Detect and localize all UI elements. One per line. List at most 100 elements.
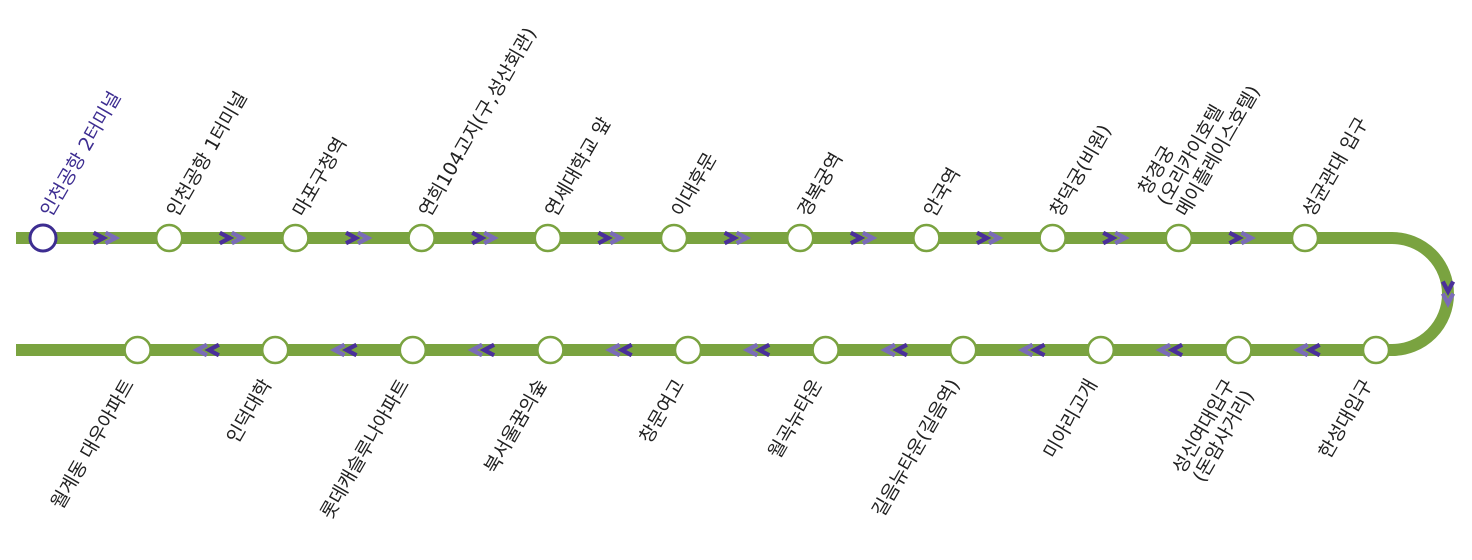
- arrow-chevron: [1240, 230, 1256, 246]
- arrow-chevron: [230, 230, 247, 246]
- station-marker[interactable]: [260, 335, 290, 365]
- arrow-chevron: [329, 342, 346, 358]
- direction-arrow-right: [218, 230, 247, 246]
- direction-arrow-left: [1293, 342, 1321, 358]
- direction-arrow-right: [471, 230, 499, 246]
- direction-arrow-left: [605, 342, 633, 358]
- direction-arrow-right: [723, 230, 752, 246]
- station-label: 안국역: [920, 164, 965, 220]
- current-station-marker[interactable]: [28, 223, 58, 253]
- station-label: 미아리고개: [1039, 376, 1102, 463]
- station-marker[interactable]: [281, 223, 310, 253]
- arrow-chevron: [754, 342, 771, 358]
- station-marker[interactable]: [912, 223, 941, 253]
- arrow-chevron: [192, 342, 208, 358]
- station-marker[interactable]: [407, 223, 436, 253]
- arrow-chevron: [735, 230, 752, 246]
- direction-arrow-down: [1440, 280, 1456, 309]
- direction-arrow-right: [1102, 230, 1130, 246]
- station-marker[interactable]: [398, 335, 428, 365]
- station-label: 연세대학교 앞: [541, 113, 616, 220]
- station-marker[interactable]: [1164, 223, 1194, 253]
- station-marker[interactable]: [1361, 335, 1391, 365]
- arrow-chevron: [104, 230, 121, 246]
- station-label-group: 이대후문: [667, 149, 721, 221]
- station-marker[interactable]: [536, 335, 565, 365]
- arrow-chevron: [976, 230, 992, 246]
- arrow-chevron: [609, 230, 625, 246]
- arrow-chevron: [849, 230, 866, 246]
- station-label-group: 연세대학교 앞: [541, 113, 616, 220]
- arrow-chevron: [357, 230, 373, 246]
- direction-arrow-left: [329, 342, 358, 358]
- station-label: 길음뉴타운(길음역): [868, 376, 964, 521]
- station-label-group: 창덕궁(비원): [1046, 121, 1116, 221]
- station-label: 월곡뉴타운: [764, 376, 827, 463]
- station-label-group: 경복궁역: [793, 149, 847, 221]
- station-label-group: 롯데캐슬루나아파트: [316, 376, 414, 523]
- direction-arrow-right: [345, 230, 373, 246]
- arrow-chevron: [1228, 230, 1244, 246]
- arrow-chevron: [92, 230, 109, 246]
- arrow-chevron: [880, 342, 896, 358]
- station-marker[interactable]: [811, 335, 840, 365]
- arrow-chevron: [605, 342, 621, 358]
- station-marker[interactable]: [785, 223, 815, 253]
- arrow-chevron: [617, 342, 633, 358]
- arrow-chevron: [988, 230, 1004, 246]
- station-label: 인천공항 2터미널: [36, 88, 125, 221]
- station-marker[interactable]: [659, 223, 689, 253]
- station-marker[interactable]: [1224, 335, 1253, 365]
- station-label: 창덕궁(비원): [1046, 121, 1116, 221]
- station-label: 성균관대 입구: [1298, 113, 1373, 220]
- station-label: 마포구청역: [289, 134, 352, 221]
- station-label: 경복궁역: [793, 149, 847, 221]
- arrow-chevron: [1293, 342, 1309, 358]
- station-label-group: 성균관대 입구: [1298, 113, 1373, 220]
- station-marker[interactable]: [1038, 223, 1067, 253]
- station-marker[interactable]: [1290, 223, 1320, 253]
- arrow-chevron: [723, 230, 740, 246]
- arrow-chevron: [345, 230, 361, 246]
- station-marker[interactable]: [123, 335, 152, 365]
- station-label-group: 북서울꿈의숲: [480, 376, 551, 478]
- station-marker[interactable]: [948, 335, 978, 365]
- station-label-group: 마포구청역: [289, 134, 352, 221]
- station-label: 이대후문: [667, 149, 721, 221]
- direction-arrow-left: [467, 342, 496, 358]
- arrow-chevron: [892, 342, 908, 358]
- direction-arrow-right: [976, 230, 1004, 246]
- direction-arrow-left: [742, 342, 771, 358]
- arrow-chevron: [742, 342, 759, 358]
- arrow-chevron: [1167, 342, 1184, 358]
- arrow-chevron: [861, 230, 878, 246]
- arrow-chevron: [483, 230, 499, 246]
- arrow-chevron: [597, 230, 613, 246]
- station-label-group: 창문여고: [635, 376, 689, 448]
- arrow-chevron: [1155, 342, 1172, 358]
- arrow-chevron: [218, 230, 235, 246]
- arrow-chevron: [1305, 342, 1321, 358]
- arrow-chevron: [467, 342, 484, 358]
- arrow-chevron: [1029, 342, 1046, 358]
- station-label: 인천공항 1터미널: [162, 88, 251, 221]
- station-label: 창문여고: [635, 376, 689, 448]
- station-marker[interactable]: [154, 223, 184, 253]
- arrow-chevron: [1440, 280, 1456, 297]
- arrow-chevron: [1102, 230, 1118, 246]
- station-label: 연희104고지(구,성산회관): [415, 24, 541, 221]
- station-label-group: 길음뉴타운(길음역): [868, 376, 964, 521]
- direction-arrow-left: [192, 342, 220, 358]
- station-label: 롯데캐슬루나아파트: [316, 376, 414, 523]
- station-label-group: 성신여대입구(돈암사거리): [1168, 376, 1259, 487]
- station-label-group: 월곡뉴타운: [764, 376, 827, 463]
- station-marker[interactable]: [533, 223, 563, 253]
- route-line: [16, 232, 1454, 356]
- station-marker[interactable]: [1086, 335, 1116, 365]
- station-label-group: 안국역: [920, 164, 965, 220]
- station-marker[interactable]: [673, 335, 703, 365]
- station-label: 북서울꿈의숲: [480, 376, 551, 478]
